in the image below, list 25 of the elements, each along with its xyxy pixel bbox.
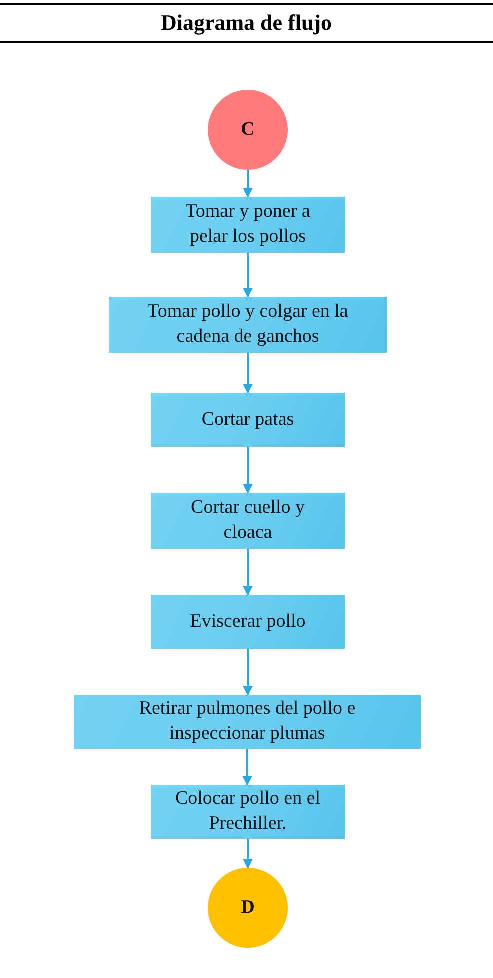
process-box: [74, 695, 421, 749]
process-box: [151, 393, 345, 447]
arrow: [243, 253, 253, 298]
node-text: Cortar cuello y cloaca: [190, 496, 306, 545]
node-text: Tomar pollo y colgar en la cadena de ganchos: [146, 300, 350, 349]
arrow: [242, 749, 252, 786]
arrow: [243, 839, 253, 869]
process-box: [109, 297, 387, 353]
node-text: Retirar pulmones del pollo e inspeccionar plumas: [138, 697, 357, 746]
arrow: [243, 649, 253, 696]
process-box: [151, 785, 345, 839]
arrow: [243, 353, 253, 394]
node-text: Eviscerar pollo: [190, 610, 306, 634]
title: Diagrama de flujo: [160, 10, 332, 36]
process-box: [151, 197, 345, 253]
node-text: C: [241, 119, 255, 141]
node-text: Cortar patas: [202, 408, 294, 432]
arrow: [243, 170, 253, 198]
arrow: [243, 549, 253, 596]
arrow: [243, 447, 253, 494]
node-text: D: [241, 897, 255, 919]
process-box: [151, 493, 345, 549]
node-text: Colocar pollo en el Prechiller.: [174, 787, 322, 836]
process-box: [151, 595, 345, 649]
node-text: Tomar y poner a pelar los pollos: [184, 200, 312, 249]
